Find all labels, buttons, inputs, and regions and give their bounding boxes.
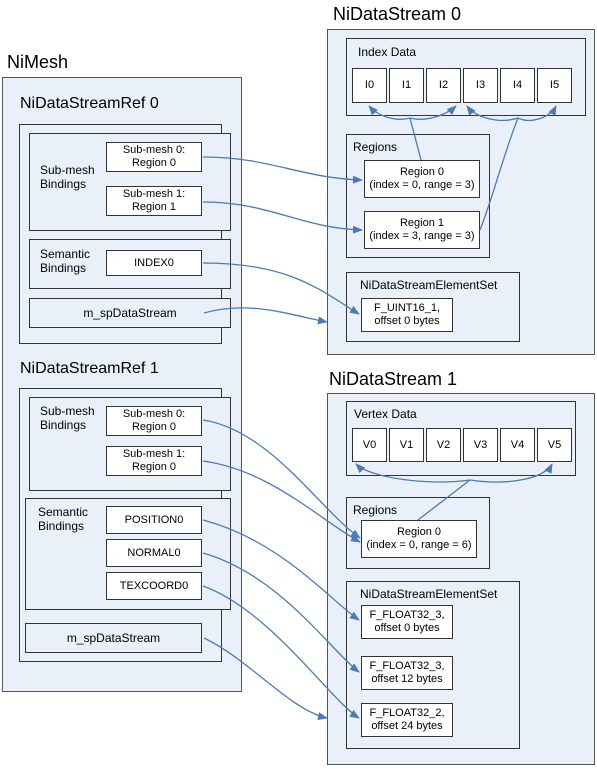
ref1-submesh-binding-1: Sub-mesh 1: Region 0 [106, 446, 202, 476]
ref1-semantic-binding-0: POSITION0 [106, 506, 202, 534]
ref1-submesh-binding-0: Sub-mesh 0: Region 0 [106, 406, 202, 436]
stream1-regions-label: Regions [353, 503, 398, 517]
stream0-data-label: Index Data [358, 45, 417, 59]
stream0-regions-label: Regions [353, 140, 398, 154]
stream1-elementset-label: NiDataStreamElementSet [360, 587, 498, 601]
ref0-title: NiDataStreamRef 0 [20, 95, 159, 112]
stream0-region-0: Region 0 (index = 0, range = 3) [364, 160, 480, 198]
ref0-semantic-label: Semantic Bindings [40, 247, 91, 275]
stream1-element-2: F_FLOAT32_2, offset 24 bytes [361, 703, 453, 737]
ref1-semantic-binding-2: TEXCOORD0 [106, 572, 202, 600]
ref0-submesh-label: Sub-mesh Bindings [40, 163, 95, 191]
stream0-data-cell: I4 [500, 68, 535, 103]
stream0-data-cell: I3 [463, 68, 498, 103]
stream1-title: NiDataStream 1 [329, 369, 458, 389]
stream1-data-label: Vertex Data [354, 407, 417, 421]
stream1-data-cell: V5 [537, 428, 572, 462]
stream1-data-cell: V1 [389, 428, 424, 462]
stream0-region-1: Region 1 (index = 3, range = 3) [364, 211, 480, 249]
nimesh-title: NiMesh [7, 52, 69, 72]
ref0-submesh-binding-0: Sub-mesh 0: Region 0 [106, 142, 202, 172]
stream1-data-cell: V0 [352, 428, 387, 462]
stream1-region-0: Region 0 (index = 0, range = 6) [361, 520, 477, 558]
ref0-submesh-binding-1: Sub-mesh 1: Region 1 [106, 186, 202, 216]
ref1-semantic-label: Semantic Bindings [38, 505, 89, 533]
ref1-submesh-label: Sub-mesh Bindings [40, 404, 95, 432]
stream1-data-cell: V2 [426, 428, 461, 462]
stream0-data-cell: I2 [426, 68, 461, 103]
ref0-semantic-binding-0: INDEX0 [106, 250, 202, 276]
stream0-elementset-label: NiDataStreamElementSet [360, 278, 498, 292]
ref1-stream-pointer: m_spDataStream [25, 623, 202, 653]
ref0-stream-pointer: m_spDataStream [29, 298, 231, 328]
stream1-data-cell: V4 [500, 428, 535, 462]
ref1-semantic-binding-1: NORMAL0 [106, 539, 202, 567]
stream0-data-cell: I5 [537, 68, 572, 103]
stream0-title: NiDataStream 0 [333, 4, 462, 24]
stream0-data-cell: I1 [389, 68, 424, 103]
stream0-data-cell: I0 [352, 68, 387, 103]
ref1-title: NiDataStreamRef 1 [20, 360, 159, 377]
stream0-element-0: F_UINT16_1, offset 0 bytes [361, 298, 453, 332]
stream1-data-cell: V3 [463, 428, 498, 462]
stream1-element-1: F_FLOAT32_3, offset 12 bytes [361, 656, 453, 690]
stream1-element-0: F_FLOAT32_3, offset 0 bytes [361, 605, 453, 639]
